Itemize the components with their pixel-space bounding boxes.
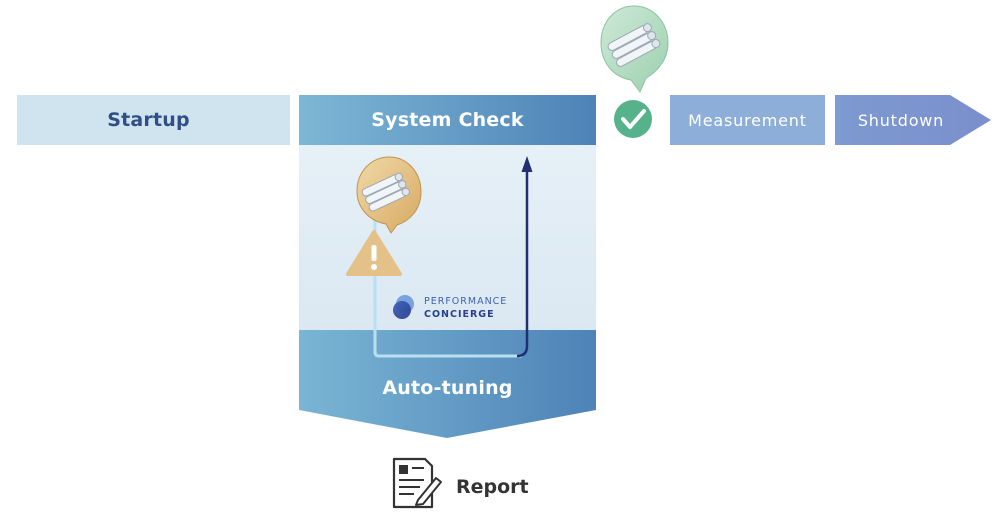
measurement-label: Measurement	[688, 110, 807, 130]
checkmark-icon	[621, 109, 646, 129]
system-check-panel	[299, 145, 596, 330]
measurement-stage-bar	[670, 95, 825, 145]
report-document-icon	[392, 457, 442, 509]
startup-stage-bar	[17, 95, 290, 145]
startup-label: Startup	[107, 109, 190, 131]
system-check-stage-bar	[299, 95, 596, 145]
brand-line-2: CONCIERGE	[424, 309, 495, 320]
brand-line-1: PERFORMANCE	[424, 296, 508, 307]
check-circle-icon	[614, 100, 652, 138]
auto-tuning-label: Auto-tuning	[382, 377, 513, 399]
warning-icon	[346, 230, 402, 276]
performance-concierge-logo-icon	[393, 295, 414, 319]
shutdown-label: Shutdown	[857, 110, 945, 130]
system-check-label: System Check	[371, 109, 524, 131]
tan-rods-bubble-icon	[356, 156, 422, 234]
loop-arrow-navy	[516, 170, 529, 358]
report-label: Report	[456, 476, 529, 498]
arrowhead-up-icon	[521, 156, 533, 172]
green-rods-bubble-icon	[600, 5, 669, 93]
loop-line-light	[373, 220, 522, 358]
shutdown-stage-arrow	[835, 95, 991, 145]
